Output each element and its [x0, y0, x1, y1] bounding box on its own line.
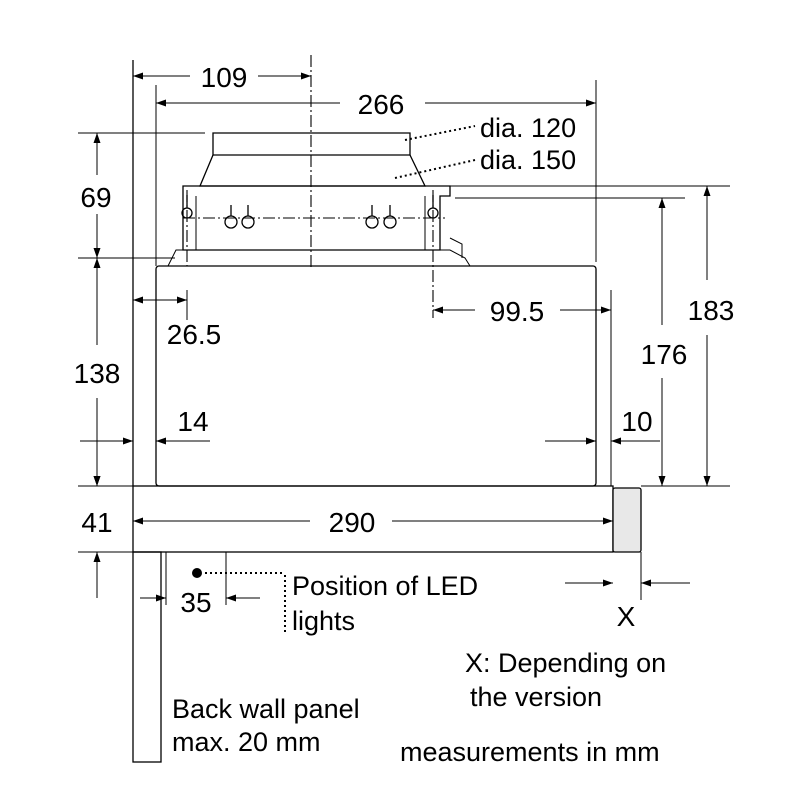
dim-266: 266	[358, 89, 405, 120]
dim-x: X	[617, 601, 636, 632]
dim-99-5: 99.5	[490, 296, 545, 327]
label-version-line2: the version	[470, 682, 602, 712]
label-version-line1: X: Depending on	[465, 648, 666, 678]
label-backwall-line1: Back wall panel	[172, 694, 360, 724]
dim-26-5: 26.5	[167, 319, 222, 350]
dim-69: 69	[80, 182, 111, 213]
dim-14: 14	[177, 406, 208, 437]
dim-138: 138	[74, 358, 121, 389]
dim-10: 10	[621, 406, 652, 437]
fan-unit	[167, 55, 471, 318]
dim-35: 35	[180, 587, 211, 618]
label-backwall-line2: max. 20 mm	[172, 727, 321, 757]
label-dia-120: dia. 120	[480, 113, 576, 143]
annotation-labels: dia. 120 dia. 150 Position of LED lights…	[172, 113, 666, 767]
dim-41: 41	[81, 507, 112, 538]
visor-panel	[132, 485, 642, 553]
label-units: measurements in mm	[400, 737, 660, 767]
back-wall-panel	[132, 60, 162, 763]
dimension-labels: 109 266 69 138 41 26.5 99.5 176 183 14 1…	[74, 62, 735, 632]
dim-290: 290	[329, 507, 376, 538]
label-dia-150: dia. 150	[480, 145, 576, 175]
label-led-line2: lights	[292, 606, 355, 636]
dim-176: 176	[641, 339, 688, 370]
dimension-lines	[80, 72, 711, 602]
led-position-marker	[192, 568, 286, 635]
label-led-line1: Position of LED	[292, 571, 478, 601]
dim-109: 109	[201, 62, 248, 93]
dim-183: 183	[688, 295, 735, 326]
